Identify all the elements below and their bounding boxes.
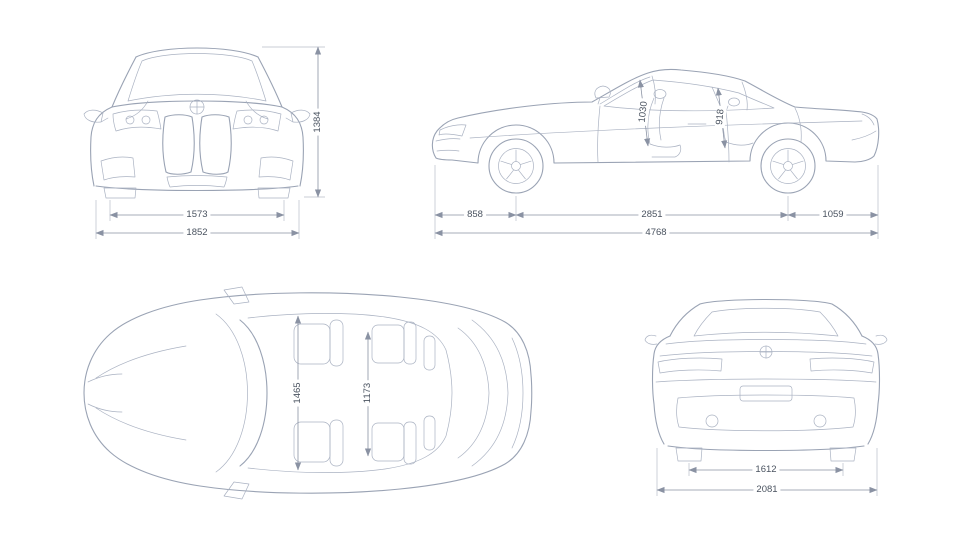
dim-rear-track-width: 1612: [752, 464, 780, 476]
top-windshield-base: [215, 313, 248, 473]
rear-mirror-right: [874, 334, 888, 345]
front-hood-creases: [125, 100, 269, 120]
side-rear-bumper-line: [851, 130, 877, 141]
top-view-dimensions: [294, 315, 372, 471]
side-taillight: [861, 113, 875, 126]
front-wheel-right: [257, 187, 291, 199]
bmw-roundel-rear: [759, 345, 773, 359]
side-trunk-shutline: [794, 107, 802, 143]
top-cockpit-rim: [247, 313, 453, 473]
top-trunk-edge: [511, 337, 524, 449]
rear-bumper-top-line: [655, 378, 877, 383]
rear-taillight-right: [809, 357, 875, 374]
dim-top-interior-width-front: 1465: [292, 379, 304, 407]
rear-license-recess: [739, 385, 793, 402]
top-rollbar-right: [423, 415, 436, 451]
front-headlight-right: [232, 109, 282, 132]
top-mirror-left: [223, 286, 250, 305]
top-front-seat-left: [293, 319, 344, 367]
top-view: [83, 286, 533, 500]
side-headlight: [438, 124, 467, 137]
rear-exhaust-left: [705, 414, 719, 428]
rear-wheel-right: [829, 447, 857, 462]
front-center-intake: [166, 175, 228, 188]
bmw-roundel-front: [189, 99, 205, 115]
front-a-pillar-left: [111, 56, 137, 108]
front-mirror-right: [285, 109, 311, 123]
dim-front-track-width: 1573: [183, 209, 211, 221]
rear-body-side-right: [861, 335, 881, 445]
front-headlight-left-lens-outer: [125, 115, 135, 125]
dim-side-rear-overhang: 1059: [819, 209, 847, 221]
rear-window: [693, 307, 839, 337]
side-windshield-line: [599, 76, 651, 105]
side-front-wheel: [488, 138, 544, 194]
front-body-side-right: [281, 106, 304, 187]
dim-side-overall-length: 4768: [642, 227, 670, 239]
front-a-pillar-right: [257, 56, 283, 108]
side-character-line: [469, 120, 863, 139]
front-windshield: [127, 53, 267, 102]
top-rear-deck-lines: [457, 319, 509, 467]
top-hood-lines: [87, 345, 187, 441]
front-side-intake-left: [100, 156, 136, 181]
front-body-side-left: [90, 106, 113, 187]
rear-view: [644, 298, 888, 462]
rear-wheel-left: [675, 447, 703, 462]
front-kidney-grille-right: [199, 114, 232, 175]
side-rear-wheel: [760, 138, 816, 194]
front-kidney-grille-left: [162, 114, 195, 175]
side-softtop-seams: [651, 75, 748, 111]
front-wheel-left: [103, 187, 137, 199]
dim-front-overall-width: 1852: [183, 227, 211, 239]
side-door-rear-edge: [725, 109, 730, 163]
dim-top-interior-width-rear: 1173: [362, 379, 374, 407]
side-front-seat: [647, 89, 682, 158]
rear-mirror-left: [644, 334, 658, 345]
rear-softtop-outline: [669, 298, 863, 337]
rear-trunk-lid-edge: [665, 339, 867, 345]
top-windshield-header: [239, 319, 268, 467]
side-body-silhouette: [431, 68, 880, 164]
dim-side-front-overhang: 858: [464, 209, 486, 221]
front-side-intake-right: [258, 156, 294, 181]
rear-exhaust-right: [813, 414, 827, 428]
front-headlight-left-lens-inner: [141, 115, 151, 125]
rear-diffuser: [676, 394, 856, 432]
top-rear-seat-right: [371, 421, 417, 465]
top-front-seat-right: [293, 419, 344, 467]
side-door-front-edge: [597, 105, 601, 163]
front-headlight-left: [112, 109, 162, 132]
side-glass-outline: [603, 79, 775, 112]
dim-front-height: 1384: [312, 108, 324, 136]
top-rear-seat-left: [371, 321, 417, 365]
top-mirror-right: [223, 481, 250, 500]
dim-rear-width-incl-mirrors: 2081: [753, 484, 781, 496]
front-view: [83, 47, 311, 199]
side-mirror: [594, 85, 611, 105]
rear-taillight-left: [657, 357, 723, 374]
front-mirror-left: [83, 109, 109, 123]
front-roof-outline: [135, 47, 259, 58]
dim-side-wheelbase: 2851: [638, 209, 666, 221]
top-rollbar-left: [423, 335, 436, 371]
front-headlight-right-lens-outer: [259, 115, 269, 125]
top-body-outline: [83, 292, 533, 494]
side-view: [431, 68, 880, 194]
front-headlight-right-lens-inner: [243, 115, 253, 125]
rear-body-side-left: [651, 335, 671, 445]
side-front-intake: [435, 138, 461, 152]
